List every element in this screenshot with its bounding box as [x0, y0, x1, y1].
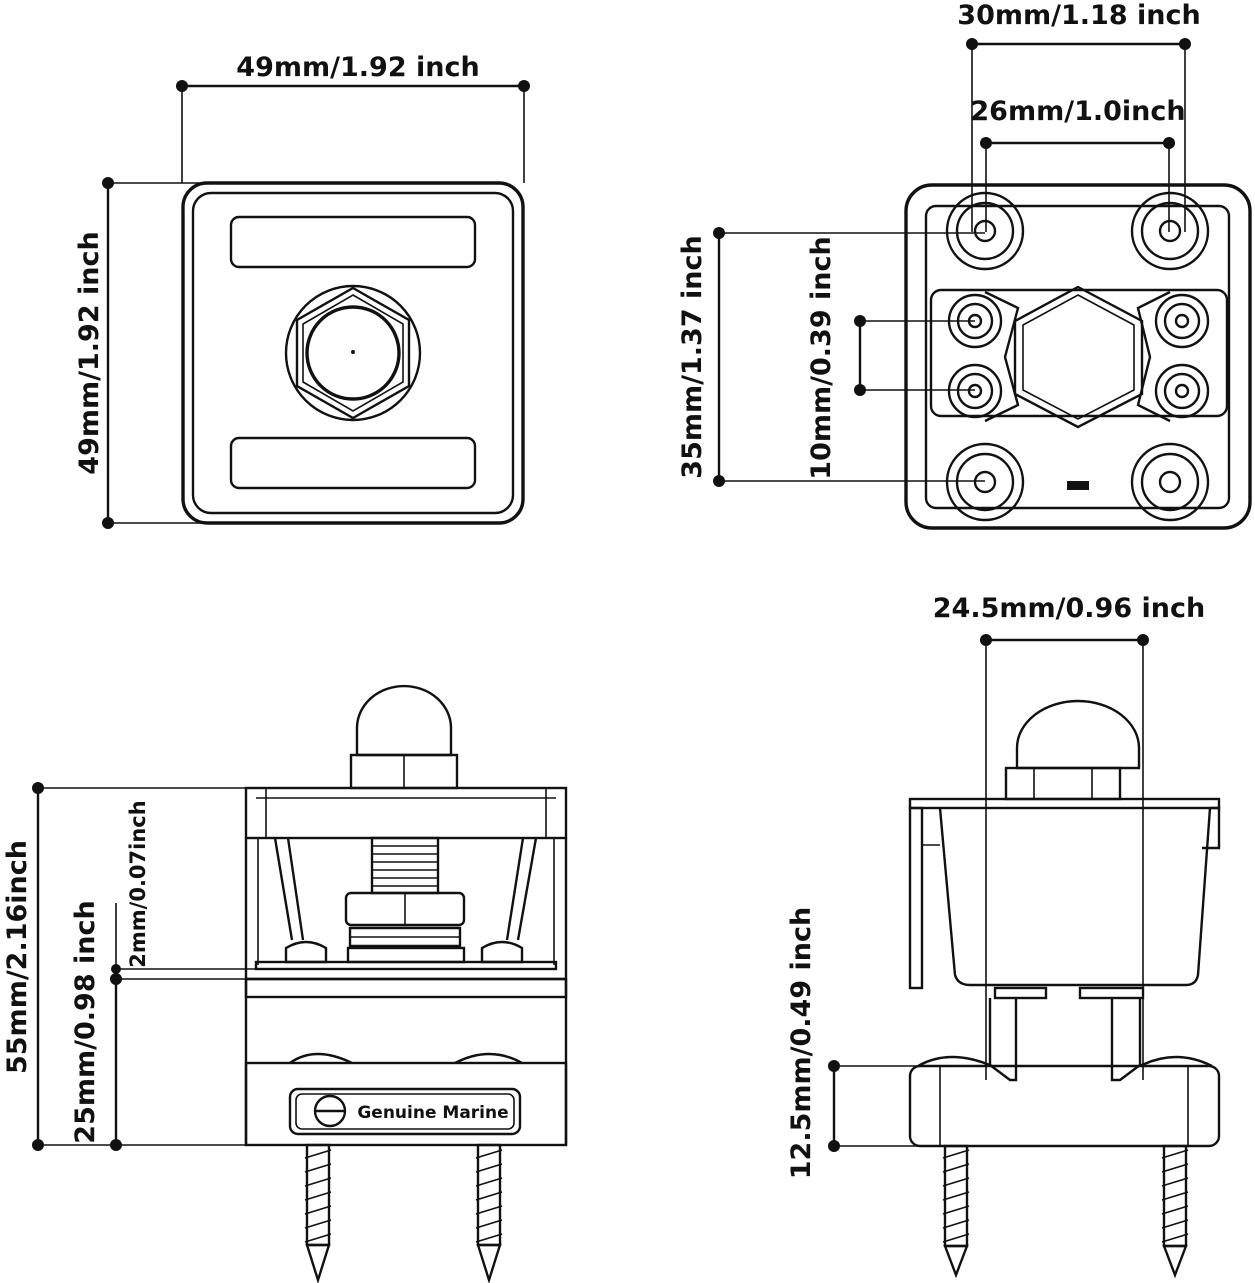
side-gap-label: 2mm/0.07inch	[126, 800, 150, 967]
bottom-hole-spacing-dimension: 10mm/0.39 inch	[806, 236, 975, 480]
front-view	[908, 699, 1221, 1279]
bottom-height-dimension: 35mm/1.37 inch	[677, 227, 985, 487]
bottom-inner-spacing-label: 26mm/1.0inch	[970, 96, 1185, 127]
brand-label: Genuine Marine	[357, 1103, 508, 1123]
side-view: Genuine Marine	[244, 684, 568, 1283]
front-screw-right	[1161, 1144, 1189, 1279]
side-base-height-label: 25mm/0.98 inch	[70, 900, 101, 1143]
front-screw-left	[942, 1144, 970, 1279]
bottom-hole-spacing-label: 10mm/0.39 inch	[806, 236, 837, 479]
bottom-view	[904, 183, 1252, 530]
side-base-height-dimension: 25mm/0.98 inch	[70, 900, 246, 1151]
bottom-outer-spacing-label: 30mm/1.18 inch	[957, 0, 1200, 31]
side-gap-dimension: 2mm/0.07inch	[111, 800, 256, 974]
side-total-height-label: 55mm/2.16inch	[2, 840, 33, 1074]
bottom-height-label: 35mm/1.37 inch	[677, 235, 708, 478]
top-width-label: 49mm/1.92 inch	[236, 52, 479, 83]
top-height-dimension: 49mm/1.92 inch	[74, 177, 210, 529]
top-width-dimension: 49mm/1.92 inch	[176, 52, 530, 183]
front-base-height-label: 12.5mm/0.49 inch	[786, 907, 817, 1179]
top-height-label: 49mm/1.92 inch	[74, 231, 105, 474]
front-stud-width-label: 24.5mm/0.96 inch	[933, 593, 1205, 624]
bottom-inner-spacing-dimension: 26mm/1.0inch	[970, 96, 1186, 232]
top-view	[181, 181, 525, 525]
side-screw-right	[475, 1143, 503, 1283]
bottom-outer-spacing-dimension: 30mm/1.18 inch	[957, 0, 1201, 232]
side-total-height-dimension: 55mm/2.16inch	[2, 782, 246, 1151]
front-stud-width-dimension: 24.5mm/0.96 inch	[933, 593, 1205, 1080]
side-screw-left	[304, 1143, 332, 1283]
front-base-height-dimension: 12.5mm/0.49 inch	[786, 907, 945, 1179]
